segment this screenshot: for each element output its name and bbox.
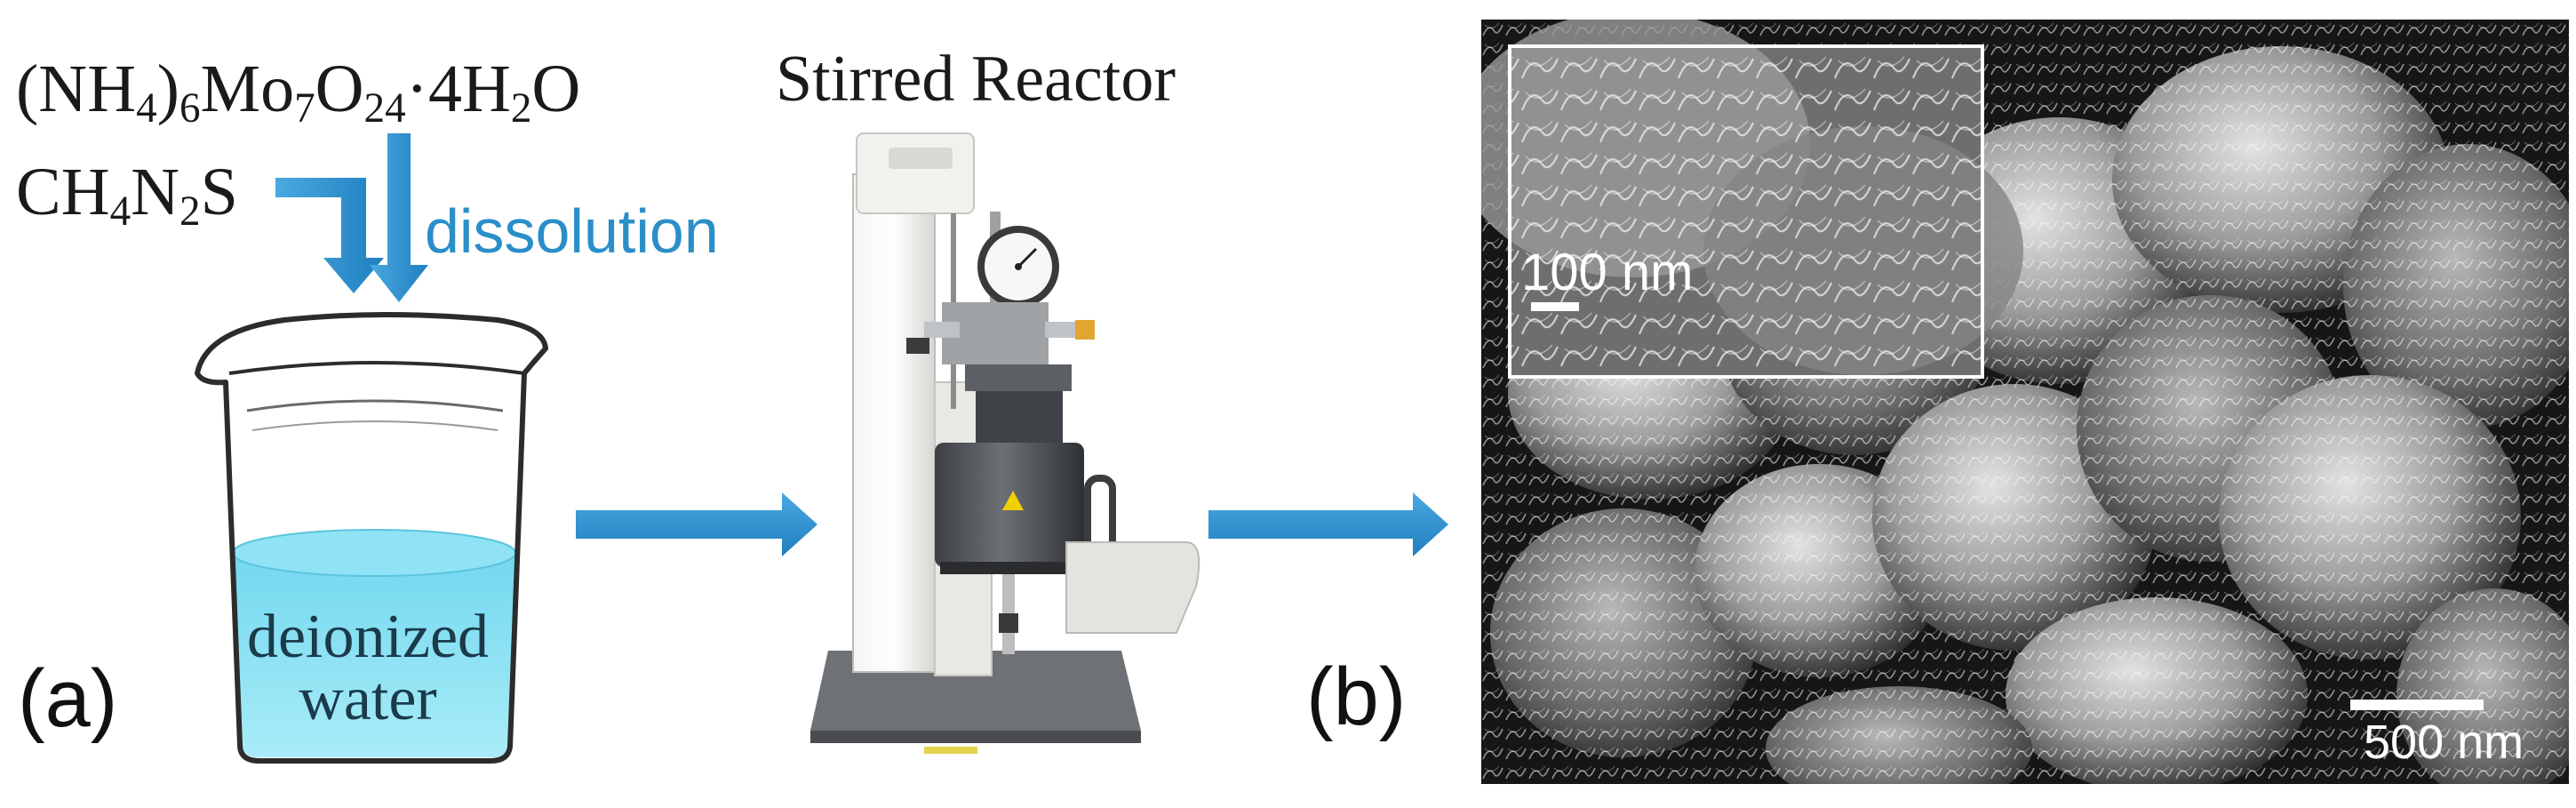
- panel-label-a: (a): [18, 653, 118, 744]
- sem-inset: [1481, 20, 2023, 379]
- water-label-line2: water: [299, 665, 437, 733]
- stirred-reactor-icon: [810, 132, 1200, 754]
- reactor-title: Stirred Reactor: [776, 43, 1176, 116]
- nanoflower-clusters: [1481, 20, 2569, 784]
- scale-bar-main: [2350, 700, 2484, 710]
- panel-label-b: (b): [1306, 652, 1407, 742]
- sem-micrograph: [1481, 20, 2569, 784]
- reagent-formula-thiourea: CH4N2S: [16, 155, 238, 235]
- dissolution-label: dissolution: [425, 196, 719, 266]
- scale-bar-inset: [1531, 302, 1579, 311]
- water-label-line1: deionized: [246, 603, 490, 671]
- scale-label-main: 500 nm: [2364, 716, 2524, 769]
- scale-label-inset: 100 nm: [1521, 244, 1694, 301]
- arrow-down-icon: [370, 133, 428, 302]
- beaker-icon: [195, 312, 548, 764]
- reagent-formula-ammonium-molybdate: (NH4)6Mo7O24·4H2O: [16, 52, 581, 132]
- beaker-water-label: deionized water: [217, 606, 519, 731]
- arrow-down-icon: [275, 178, 384, 293]
- arrow-right-icon: [1208, 492, 1448, 556]
- arrow-right-icon: [576, 492, 817, 556]
